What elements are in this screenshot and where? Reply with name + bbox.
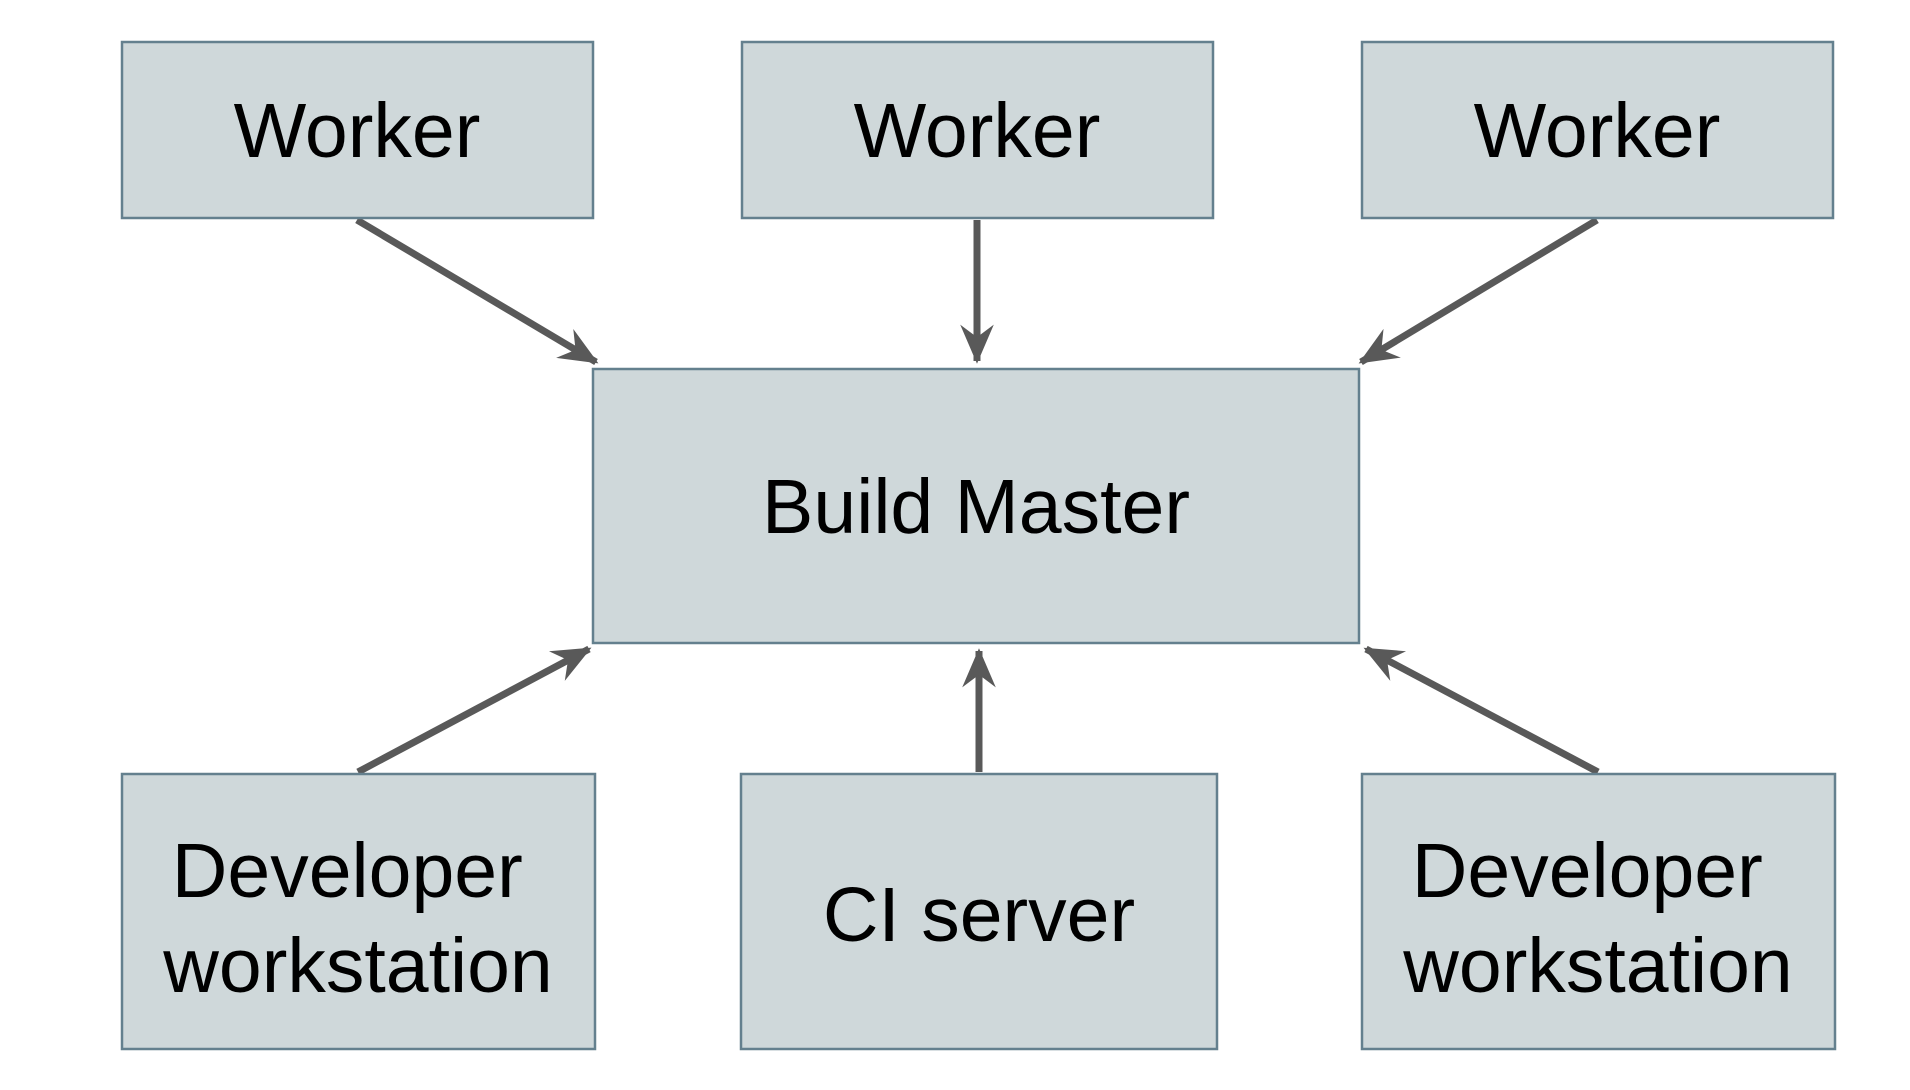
node-build-master: Build Master [591,367,1361,645]
node-worker-2-box [740,40,1215,220]
node-worker-2: Worker [740,40,1215,220]
node-build-master-box [591,367,1361,645]
node-developer-workstation-2-label: Developer workstation [1402,828,1792,1009]
node-developer-workstation-1: Developer workstation [120,772,597,1051]
node-developer-workstation-1-label: Developer workstation [162,828,552,1009]
node-worker-1-box [120,40,595,220]
node-ci-server: CI server [739,772,1219,1051]
node-worker-2-label: Worker [854,88,1101,174]
edges [355,216,1600,776]
node-ci-server-box [739,772,1219,1051]
node-worker-1: Worker [120,40,595,220]
arrow-developer-workstation-1-to-build-master [356,645,592,776]
node-worker-1-label: Worker [234,88,481,174]
node-worker-3-box [1360,40,1835,220]
arrow-worker-1-to-build-master [355,216,599,366]
node-build-master-label: Build Master [762,464,1190,550]
node-worker-3: Worker [1360,40,1835,220]
node-developer-workstation-2-box [1360,772,1837,1051]
node-developer-workstation-2: Developer workstation [1360,772,1837,1051]
nodes: Worker Worker Worker Build Master Develo… [120,40,1837,1051]
node-developer-workstation-1-box [120,772,597,1051]
arrow-worker-3-to-build-master [1358,217,1599,365]
arrow-developer-workstation-2-to-build-master [1363,645,1600,776]
node-ci-server-label: CI server [823,872,1135,958]
node-worker-3-label: Worker [1474,88,1721,174]
